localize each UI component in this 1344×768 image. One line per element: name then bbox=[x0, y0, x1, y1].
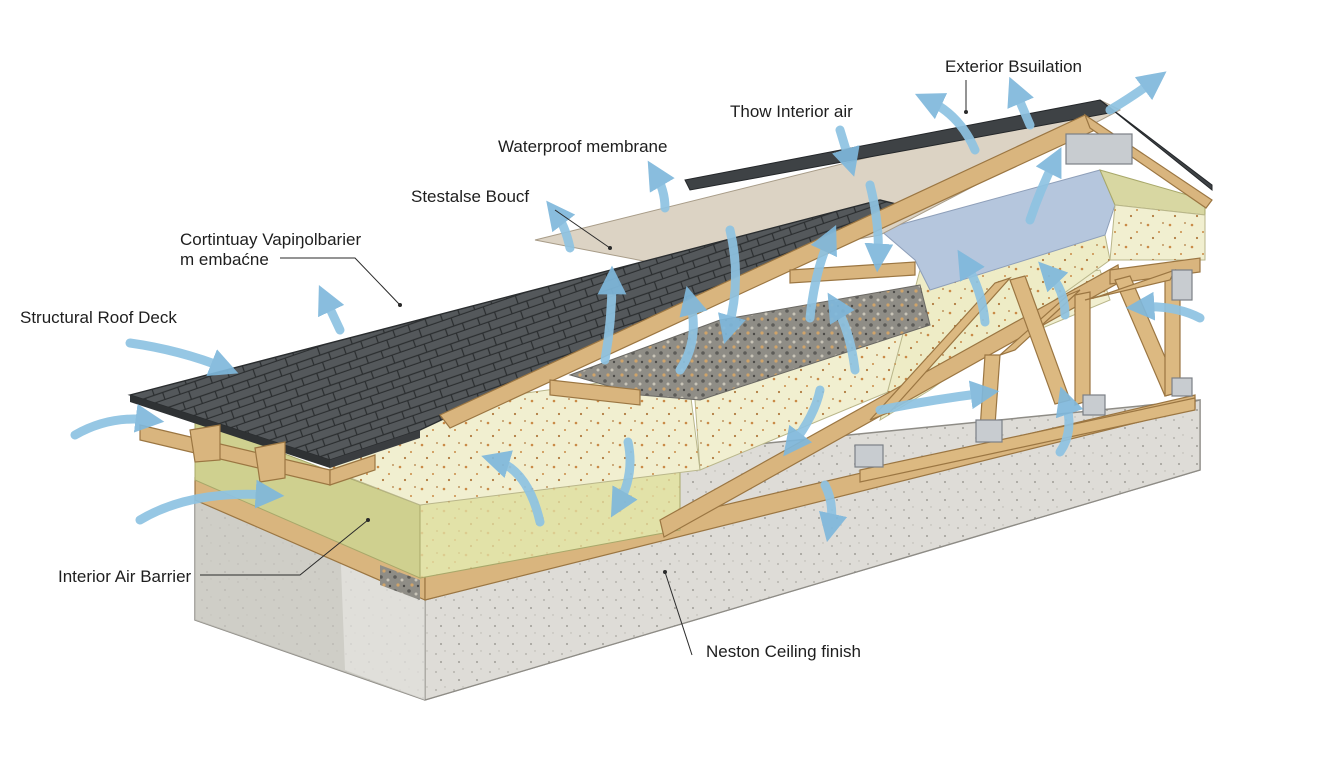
blue-insulation-layer bbox=[878, 169, 1206, 291]
airflow-arrow-icon bbox=[875, 380, 1000, 415]
airflow-arrow-icon bbox=[864, 180, 894, 273]
leader-lines bbox=[200, 80, 968, 656]
airflow-arrow-icon bbox=[783, 385, 825, 457]
label-vapor-barrier-line1: Cortintuay Vapiŋolbarier bbox=[180, 230, 362, 249]
airflow-arrow-icon bbox=[125, 338, 239, 377]
airflow-arrow-icon bbox=[832, 125, 860, 177]
airflow-arrows bbox=[70, 71, 1205, 543]
airflow-arrow-icon bbox=[647, 160, 675, 213]
label-waterproof-membrane: Waterproof membrane bbox=[498, 137, 668, 156]
airflow-arrow-icon bbox=[1055, 386, 1084, 457]
airflow-arrow-icon bbox=[1007, 76, 1035, 130]
airflow-arrow-icon bbox=[318, 284, 345, 335]
label-stestalse: Stestalse Boucf bbox=[411, 187, 530, 206]
airflow-arrow-icon bbox=[957, 249, 990, 327]
airflow-arrow-icon bbox=[481, 450, 545, 527]
label-vapor-barrier-line2: m embaćne bbox=[180, 250, 269, 269]
airflow-arrow-icon bbox=[718, 225, 746, 344]
airflow-arrow-icon bbox=[1105, 71, 1167, 115]
airflow-arrow-icon bbox=[818, 480, 848, 543]
label-ceiling-finish: Neston Ceiling finish bbox=[706, 642, 861, 661]
label-interior-air-barrier: Interior Air Barrier bbox=[58, 567, 192, 586]
label-interior-air-top: Thow Interior air bbox=[730, 102, 853, 121]
label-structural-roof-deck: Structural Roof Deck bbox=[20, 308, 177, 327]
airflow-arrow-icon bbox=[135, 479, 285, 525]
airflow-arrow-icon bbox=[70, 403, 165, 440]
airflow-arrow-icon bbox=[1125, 291, 1205, 323]
airflow-arrow-icon bbox=[610, 437, 638, 518]
airflow-arrow-icon bbox=[827, 292, 860, 375]
airflow-arrow-icon bbox=[805, 224, 837, 323]
airflow-arrow-icon bbox=[675, 286, 708, 375]
airflow-arrow-icon bbox=[1025, 147, 1062, 225]
roof-truss bbox=[854, 133, 1196, 483]
airflow-arrow-icon bbox=[1038, 261, 1070, 320]
airflow-arrow-icon bbox=[597, 265, 627, 365]
airflow-arrow-icon bbox=[914, 93, 980, 155]
label-exterior-insulation: Exterior Bsuilation bbox=[945, 57, 1083, 76]
airflow-arrow-icon bbox=[546, 200, 576, 253]
